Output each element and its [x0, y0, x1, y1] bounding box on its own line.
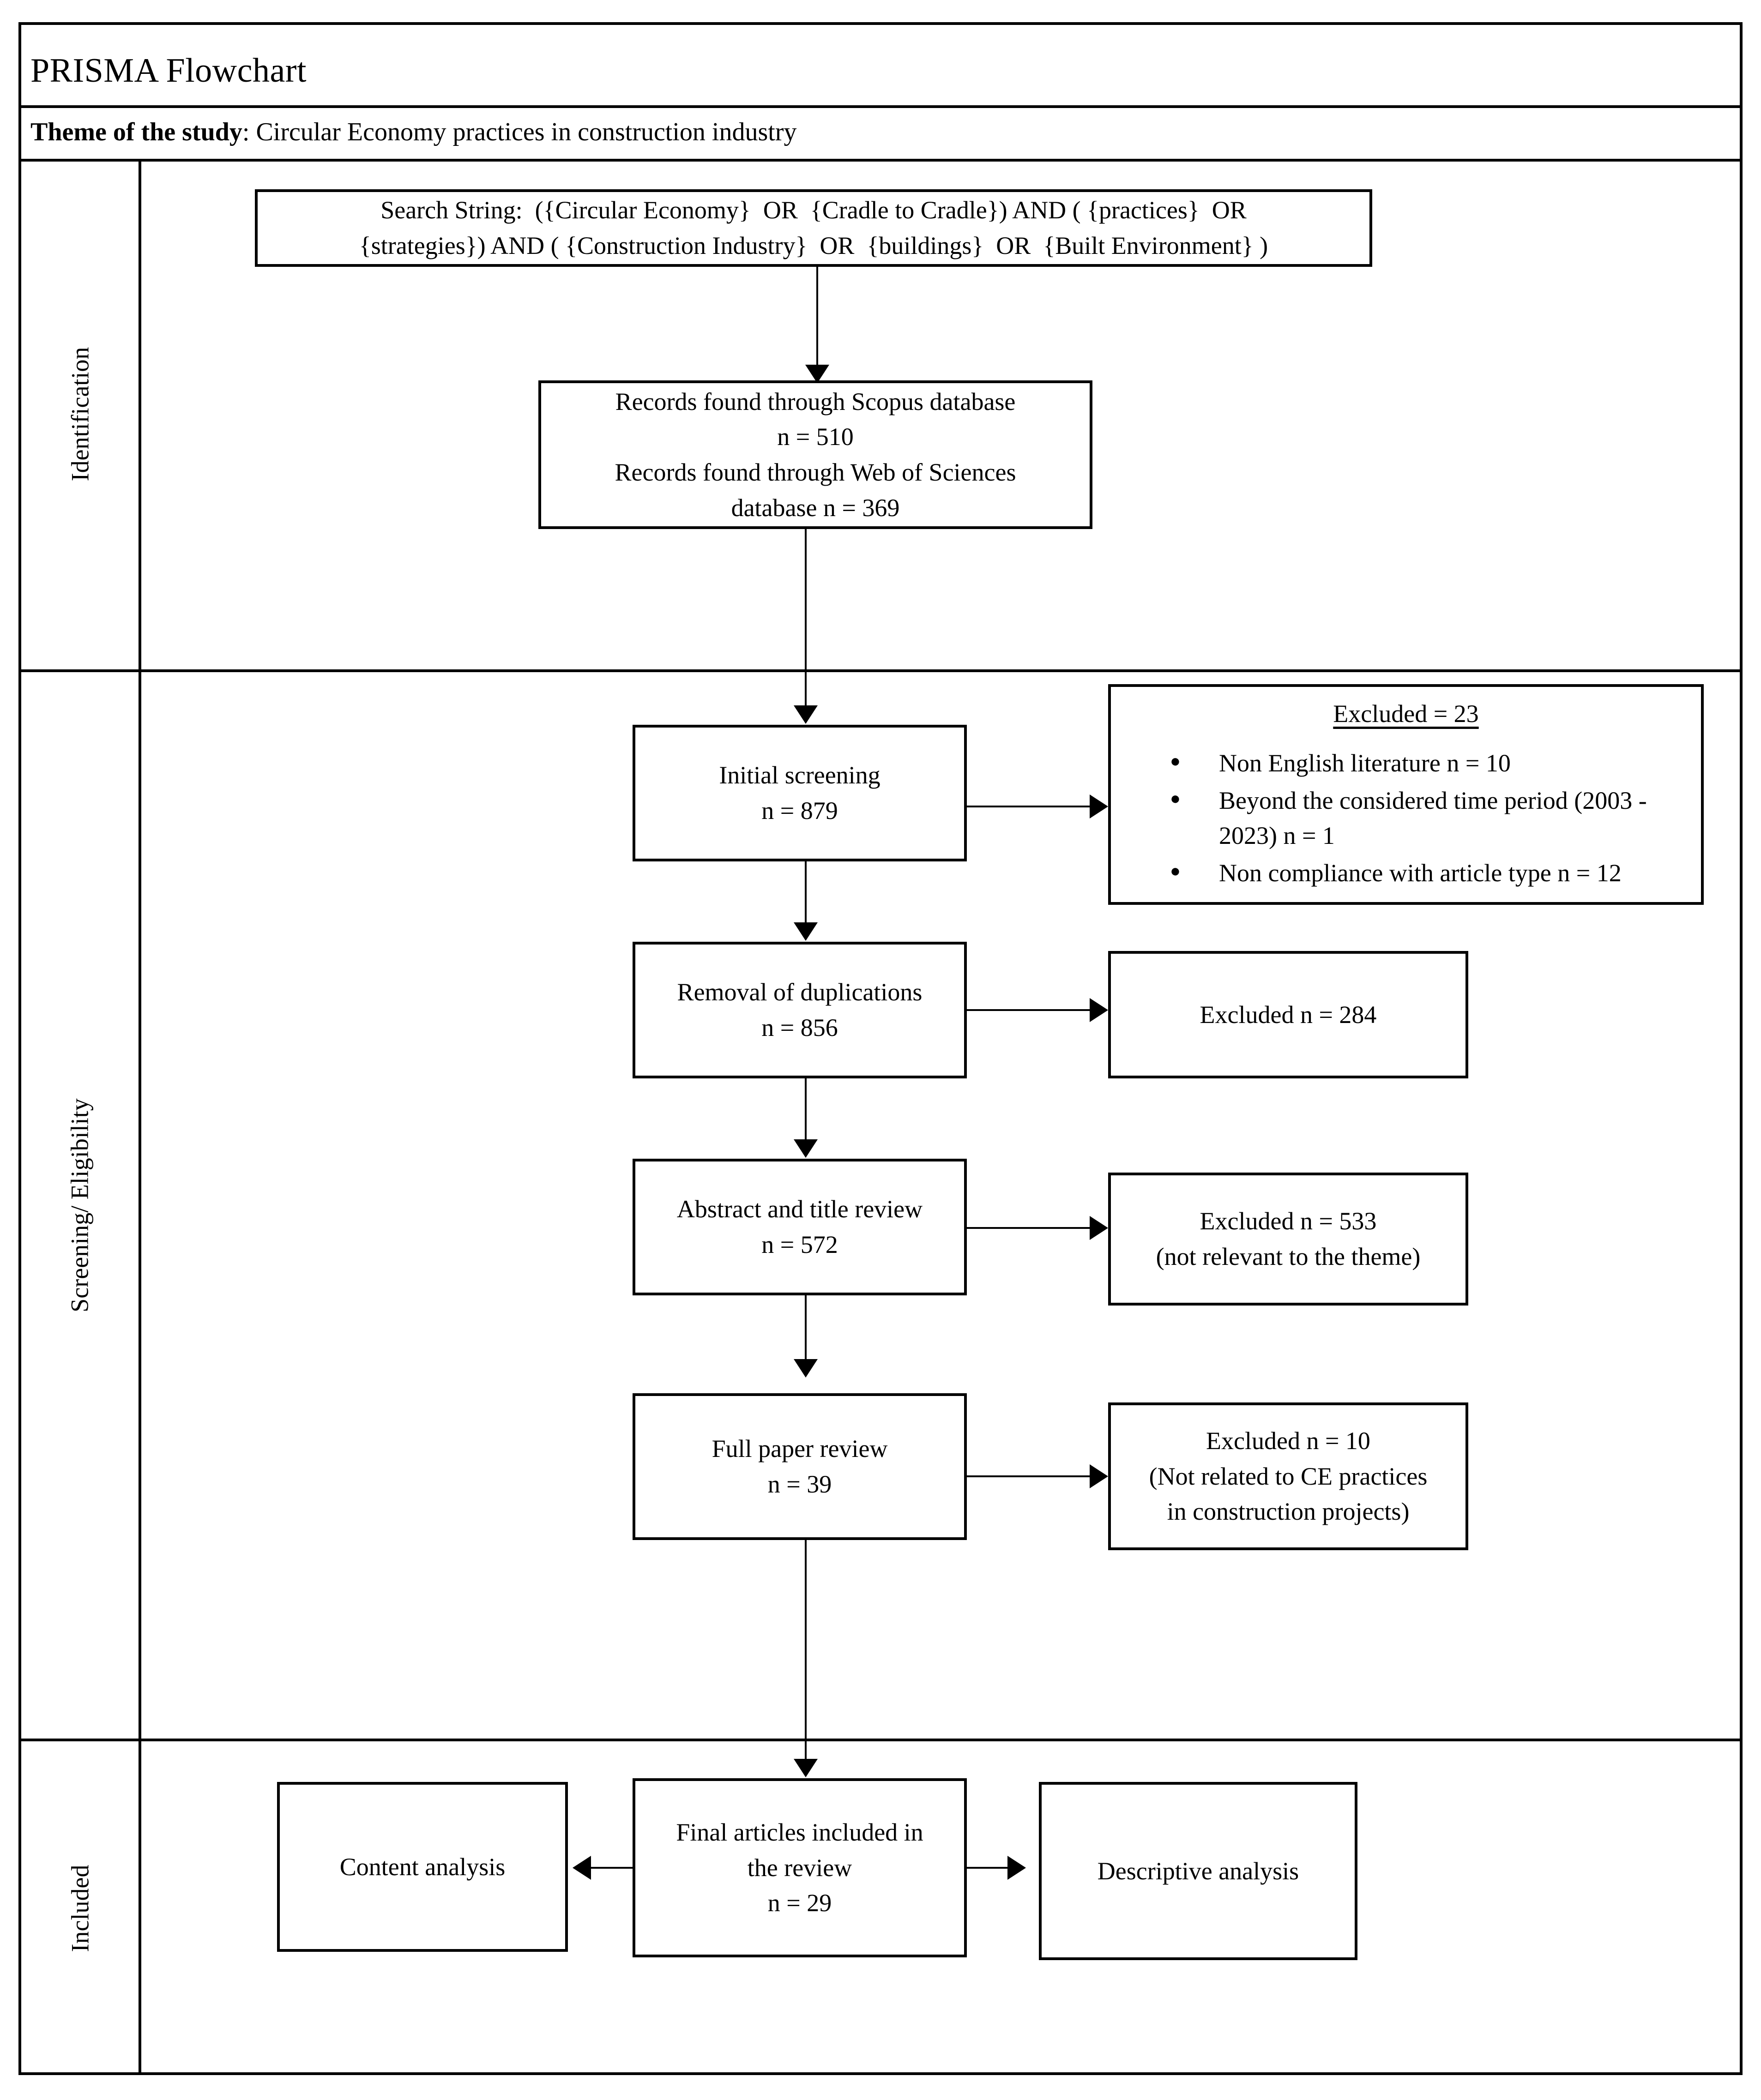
abstract-title-line-1: Abstract and title review: [676, 1195, 923, 1223]
final-articles-line-1: Final articles included in: [676, 1818, 923, 1846]
search-string-line-1: Search String: ({Circular Economy} OR {C…: [380, 196, 1247, 224]
connector-fullpaper-to-excluded10-line: [967, 1475, 1092, 1477]
connector-screening-to-duplications-line: [805, 861, 807, 929]
connector-screening-to-excluded23-arrow: [1090, 794, 1108, 818]
connector-screening-to-duplications-arrow: [794, 922, 818, 941]
rule-below-theme: [18, 159, 1743, 162]
records-found-box: Records found through Scopus database n …: [538, 380, 1092, 529]
content-analysis-box: Content analysis: [277, 1782, 568, 1952]
excluded-23-item-2: Beyond the considered time period (2003 …: [1170, 782, 1691, 854]
theme-value: Circular Economy practices in constructi…: [256, 118, 797, 146]
connector-search-to-records-arrow: [805, 365, 829, 383]
connector-final-to-content-line: [591, 1867, 633, 1869]
stage-label-included: Included: [21, 1741, 139, 2075]
rule-below-title: [18, 105, 1743, 108]
removal-of-duplications-box: Removal of duplications n = 856: [633, 942, 967, 1078]
initial-screening-line-2: n = 879: [761, 797, 838, 824]
page-title: PRISMA Flowchart: [30, 51, 307, 90]
records-line-1: Records found through Scopus database: [615, 387, 1016, 415]
final-articles-line-2: the review: [747, 1853, 852, 1882]
abstract-title-review-box: Abstract and title review n = 572: [633, 1159, 967, 1295]
excluded-23-item-3: Non compliance with article type n = 12: [1170, 854, 1691, 891]
connector-screening-to-excluded23-line: [967, 806, 1092, 807]
connector-final-to-descriptive-arrow: [1007, 1856, 1026, 1880]
connector-records-to-screening-line: [805, 529, 807, 713]
excluded-533-line-1: Excluded n = 533: [1200, 1207, 1377, 1235]
theme-of-study-row: Theme of the study: Circular Economy pra…: [30, 114, 1693, 150]
search-string-line-2: {strategies}) AND ( {Construction Indust…: [359, 232, 1268, 259]
connector-fullpaper-to-final-arrow: [794, 1759, 818, 1777]
connector-abstract-to-fullpaper-arrow: [794, 1359, 818, 1378]
search-string-box: Search String: ({Circular Economy} OR {C…: [255, 189, 1372, 267]
initial-screening-line-1: Initial screening: [719, 761, 880, 789]
excluded-284-box: Excluded n = 284: [1108, 951, 1468, 1078]
excluded-10-line-3: in construction projects): [1167, 1498, 1410, 1526]
records-line-2: n = 510: [777, 423, 854, 451]
excluded-533-box: Excluded n = 533 (not relevant to the th…: [1108, 1173, 1468, 1306]
duplications-line-1: Removal of duplications: [677, 978, 923, 1006]
descriptive-analysis-box: Descriptive analysis: [1039, 1782, 1357, 1960]
final-articles-box: Final articles included in the review n …: [633, 1778, 967, 1957]
full-paper-line-1: Full paper review: [712, 1435, 888, 1463]
excluded-23-list: Non English literature n = 10 Beyond the…: [1121, 745, 1691, 893]
final-articles-line-3: n = 29: [767, 1889, 832, 1917]
stage-label-identification: Identification: [21, 159, 139, 669]
connector-search-to-records-line: [816, 267, 818, 367]
excluded-23-heading: Excluded = 23: [1333, 700, 1479, 728]
connector-fullpaper-to-excluded10-arrow: [1090, 1464, 1108, 1488]
excluded-10-line-1: Excluded n = 10: [1206, 1426, 1370, 1455]
connector-records-to-screening-arrow: [794, 705, 818, 724]
connector-abstract-to-fullpaper-line: [805, 1295, 807, 1366]
rule-below-screening: [18, 1739, 1743, 1741]
stage-label-screening-eligibility: Screening/ Eligibility: [21, 672, 139, 1739]
stage-label-column-divider: [139, 159, 141, 2075]
stage-label-identification-text: Identification: [66, 347, 94, 481]
abstract-title-line-2: n = 572: [761, 1231, 838, 1258]
content-analysis-line-1: Content analysis: [339, 1853, 506, 1881]
connector-fullpaper-to-final-line: [805, 1540, 807, 1766]
full-paper-line-2: n = 39: [767, 1470, 832, 1498]
excluded-284-line-1: Excluded n = 284: [1200, 1000, 1377, 1029]
records-line-3: Records found through Web of Sciences: [615, 458, 1016, 486]
excluded-10-line-2: (Not related to CE practices: [1149, 1462, 1428, 1490]
stage-label-included-text: Included: [66, 1865, 94, 1952]
connector-final-to-descriptive-line: [967, 1867, 1009, 1869]
records-line-4: database n = 369: [731, 493, 900, 522]
excluded-23-item-1: Non English literature n = 10: [1170, 745, 1691, 781]
rule-below-identification: [18, 669, 1743, 672]
duplications-line-2: n = 856: [761, 1014, 838, 1041]
connector-final-to-content-arrow: [573, 1856, 591, 1880]
connector-duplications-to-abstract-arrow: [794, 1139, 818, 1158]
excluded-23-box: Excluded = 23 Non English literature n =…: [1108, 684, 1704, 905]
connector-duplications-to-excluded284-line: [967, 1009, 1092, 1011]
connector-abstract-to-excluded533-line: [967, 1227, 1092, 1229]
full-paper-review-box: Full paper review n = 39: [633, 1393, 967, 1540]
excluded-10-box: Excluded n = 10 (Not related to CE pract…: [1108, 1402, 1468, 1550]
theme-label: Theme of the study: [30, 118, 242, 146]
connector-abstract-to-excluded533-arrow: [1090, 1216, 1108, 1240]
descriptive-analysis-line-1: Descriptive analysis: [1097, 1857, 1299, 1885]
stage-label-screening-eligibility-text: Screening/ Eligibility: [66, 1098, 94, 1312]
connector-duplications-to-abstract-line: [805, 1078, 807, 1146]
excluded-533-line-2: (not relevant to the theme): [1156, 1243, 1421, 1270]
connector-duplications-to-excluded284-arrow: [1090, 998, 1108, 1022]
flowchart-outer-frame: [18, 22, 1743, 2075]
initial-screening-box: Initial screening n = 879: [633, 725, 967, 861]
theme-separator: :: [242, 118, 256, 146]
